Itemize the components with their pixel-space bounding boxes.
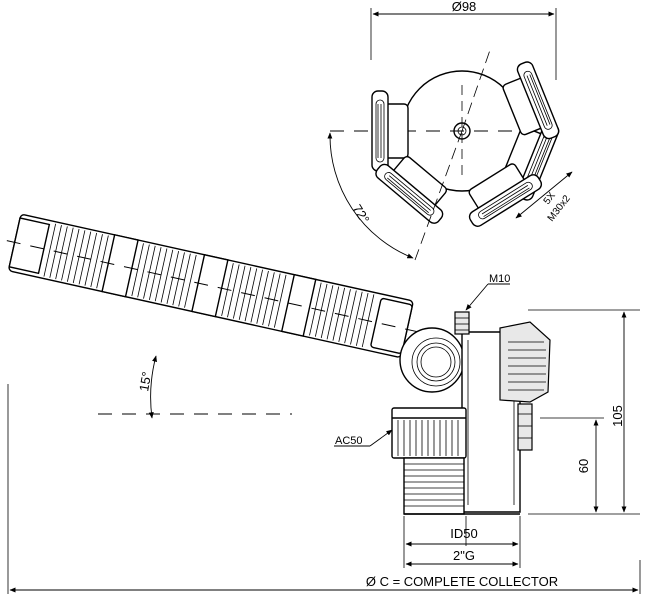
overall-dimension: Ø C = COMPLETE COLLECTOR [7, 384, 641, 594]
height-thread-label: 60 [576, 459, 591, 473]
port-arm-bottom-right [502, 61, 560, 140]
filter-lateral [6, 214, 417, 358]
elbow-port [399, 327, 465, 393]
side-view: 15° M10 [6, 214, 640, 568]
angle-tilt-label: 15° [136, 371, 154, 393]
inner-diameter-label: ID50 [450, 526, 477, 541]
flange-threads [508, 341, 546, 391]
connection-label: 2"G [453, 548, 475, 563]
nut-ribs [397, 420, 459, 456]
pipe-threads [404, 463, 464, 507]
top-view: Ø98 [327, 0, 573, 261]
ac50-nut [391, 407, 467, 459]
screw-label: M10 [489, 273, 510, 285]
height-total-label: 105 [610, 405, 625, 427]
caption: Ø C = COMPLETE COLLECTOR [366, 574, 558, 589]
angle-ports-label: 72° [349, 202, 372, 227]
nut-label: AC50 [335, 435, 363, 447]
outer-diameter-label: Ø98 [452, 0, 477, 14]
m10-screw [454, 311, 470, 335]
